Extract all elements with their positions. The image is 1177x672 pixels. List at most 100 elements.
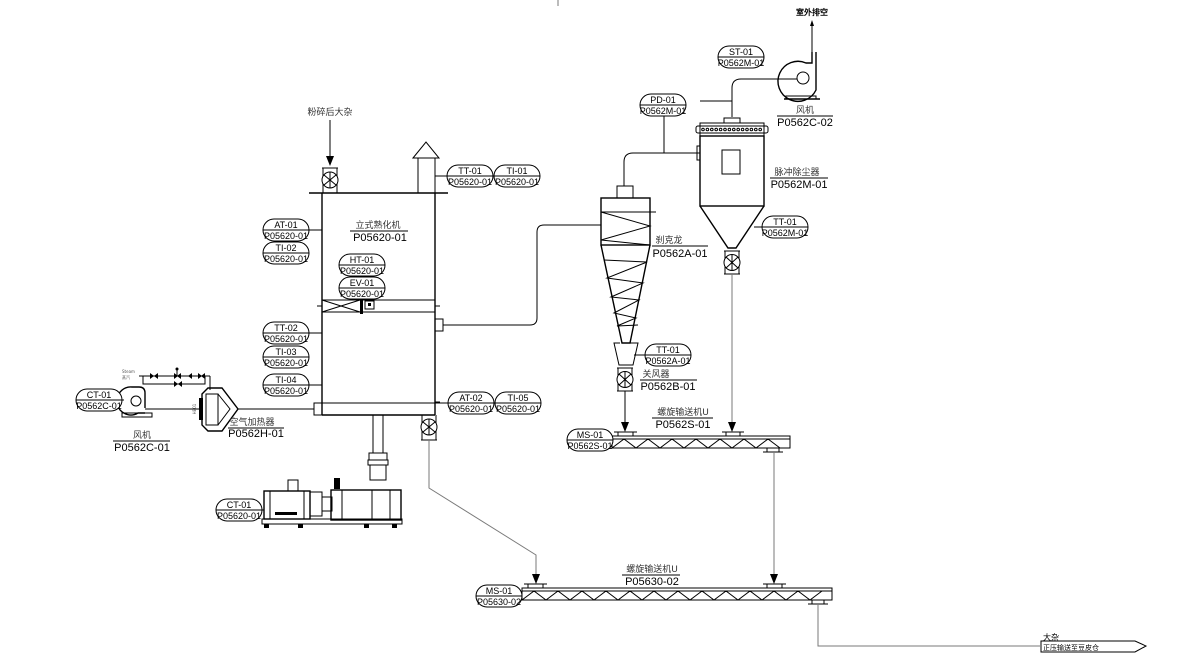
tag-ct-01-conditioner[interactable]: CT-01 P05620-01 — [215, 498, 263, 522]
nozzle-dot — [723, 127, 727, 132]
fan2-impeller-icon — [796, 71, 810, 85]
output-line — [817, 604, 1040, 647]
screw-conveyor-p0562s-01[interactable] — [611, 431, 791, 453]
rotary-valve-name: 关风器 — [642, 368, 669, 380]
svg-text:ST-01: ST-01 — [729, 47, 753, 57]
conditioner-name: 立式熟化机 — [355, 219, 400, 231]
valve-icon — [174, 373, 178, 379]
rotary-valve-collector[interactable] — [723, 250, 741, 275]
steam-label: Steam — [122, 369, 135, 374]
duct-conditioner-to-cyclone — [443, 224, 601, 326]
fan-p0562c-01[interactable] — [116, 386, 153, 418]
vertical-conditioner[interactable] — [313, 193, 444, 416]
svg-text:TT-01: TT-01 — [773, 217, 797, 227]
collector-hopper — [699, 205, 765, 249]
svg-text:MS-01: MS-01 — [577, 430, 604, 440]
tag-pd-01[interactable]: PD-01 P0562M-01 — [639, 93, 687, 117]
fan2-name: 风机 — [796, 104, 814, 116]
svg-text:P05630-02: P05630-02 — [477, 597, 521, 607]
svg-text:CT-01: CT-01 — [227, 500, 252, 510]
bypass-valve-icon — [178, 381, 182, 387]
tag-ht-01[interactable]: HT-01 P05620-01 — [338, 253, 386, 277]
tag-ti-04[interactable]: TI-04 P05620-01 — [262, 373, 310, 397]
fan-p0562c-02[interactable] — [777, 52, 820, 103]
cyclone-code: P0562A-01 — [652, 248, 707, 260]
conveyor2-code: P05630-02 — [625, 576, 679, 588]
exhaust-arrow-icon — [810, 20, 814, 26]
nozzle-dot — [736, 127, 741, 132]
valve-icon — [177, 373, 181, 379]
svg-text:P05620-01: P05620-01 — [449, 404, 493, 414]
feed-rotary-valve[interactable] — [321, 167, 339, 193]
svg-text:TT-01: TT-01 — [458, 166, 482, 176]
tag-at-02[interactable]: AT-02 P05620-01 — [447, 391, 495, 415]
svg-text:EV-01: EV-01 — [350, 278, 375, 288]
screw-flight-1 — [611, 438, 781, 449]
nozzle-dot — [749, 127, 754, 132]
svg-text:MS-01: MS-01 — [486, 586, 513, 596]
fan1-code: P0562C-01 — [114, 442, 170, 454]
pulse-dust-collector[interactable] — [695, 117, 769, 249]
svg-text:P05620-01: P05620-01 — [264, 254, 308, 264]
conditioner-code: P05620-01 — [353, 232, 407, 244]
discharge-rotary-valve[interactable] — [420, 415, 438, 441]
svg-text:P05620-01: P05620-01 — [496, 404, 540, 414]
conveyor1-name: 螺旋输送机U — [657, 406, 709, 418]
svg-text:P05620-01: P05620-01 — [448, 177, 492, 187]
svg-text:P05620-01: P05620-01 — [264, 231, 308, 241]
tag-tt-01-collector[interactable]: TT-01 P0562M-01 — [761, 215, 809, 239]
svg-text:TT-02: TT-02 — [274, 323, 298, 333]
tag-ct-01-fan[interactable]: CT-01 P0562C-01 — [75, 388, 123, 412]
tag-ti-03[interactable]: TI-03 P05620-01 — [262, 345, 310, 369]
tag-tt-01-conditioner[interactable]: TT-01 P05620-01 — [446, 164, 494, 188]
fan2-code: P0562C-02 — [777, 117, 833, 129]
air-heater-name: 空气加热器 — [229, 416, 274, 428]
svg-text:P0562M-01: P0562M-01 — [718, 58, 765, 68]
svg-text:P0562M-01: P0562M-01 — [762, 228, 809, 238]
dust-collector-name: 脉冲除尘器 — [774, 166, 819, 178]
tag-ms-01-s[interactable]: MS-01 P0562S-01 — [566, 428, 614, 452]
arrow-down-icon — [728, 422, 736, 432]
tag-at-01[interactable]: AT-01 P05620-01 — [262, 218, 310, 242]
svg-text:AT-02: AT-02 — [459, 393, 482, 403]
valve-icon — [201, 373, 205, 379]
svg-text:P05620-01: P05620-01 — [264, 334, 308, 344]
svg-text:PD-01: PD-01 — [650, 95, 676, 105]
svg-text:P05620-01: P05620-01 — [495, 177, 539, 187]
nozzle-dot — [727, 127, 732, 132]
nozzle-dot — [745, 127, 749, 132]
steam-valve-train[interactable] — [139, 367, 211, 391]
tag-tt-01-cyclone[interactable]: TT-01 P0562A-01 — [644, 343, 692, 367]
inspection-door — [721, 149, 741, 175]
nozzle-dot — [754, 127, 758, 132]
fan1-impeller-icon — [130, 395, 142, 407]
gearbox — [330, 489, 402, 521]
tag-ev-01[interactable]: EV-01 P05620-01 — [338, 276, 386, 300]
cyclone[interactable] — [600, 185, 656, 366]
nozzle-dot — [714, 127, 719, 132]
cyclone-name: 刹克龙 — [655, 234, 682, 246]
dust-collector-code: P0562M-01 — [771, 179, 828, 191]
conveyor2-name: 螺旋输送机U — [626, 563, 678, 575]
tag-tt-02[interactable]: TT-02 P05620-01 — [262, 321, 310, 345]
tag-ti-01[interactable]: TI-01 P05620-01 — [493, 164, 541, 188]
arrow-down-icon — [770, 574, 778, 584]
rotary-valve-p0562b-01[interactable] — [616, 367, 634, 392]
svg-text:P05620-01: P05620-01 — [340, 289, 384, 299]
arrow-down-icon — [532, 574, 540, 584]
svg-text:TI-01: TI-01 — [506, 166, 527, 176]
tag-ti-02[interactable]: TI-02 P05620-01 — [262, 241, 310, 265]
svg-text:P0562S-01: P0562S-01 — [567, 441, 612, 451]
valve-icon — [150, 373, 154, 379]
rotary-valve-code: P0562B-01 — [640, 381, 695, 393]
drive-motor-assembly[interactable] — [261, 414, 403, 528]
nozzle-dot — [710, 127, 714, 132]
off-page-connector[interactable]: 大杂 正压输送至豆皮仓 — [1040, 632, 1148, 653]
tag-st-01[interactable]: ST-01 P0562M-01 — [717, 45, 765, 69]
tag-ms-01-conveyor2[interactable]: MS-01 P05630-02 — [475, 584, 523, 608]
svg-text:P05620-01: P05620-01 — [264, 386, 308, 396]
tag-ti-05[interactable]: TI-05 P05620-01 — [494, 391, 542, 415]
screw-flight-2 — [521, 590, 823, 601]
duct-cyclone-to-collector — [623, 152, 700, 186]
